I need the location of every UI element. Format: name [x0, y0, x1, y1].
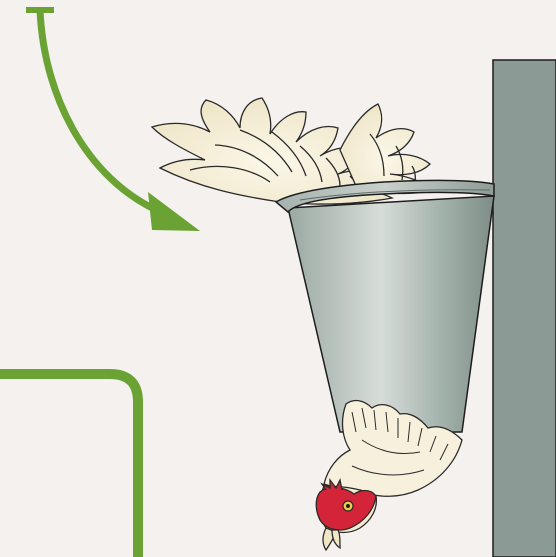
- killing-cone: [276, 180, 494, 432]
- bracket-line: [0, 374, 138, 557]
- mounting-post: [493, 60, 556, 557]
- curved-arrow-icon: [26, 10, 200, 231]
